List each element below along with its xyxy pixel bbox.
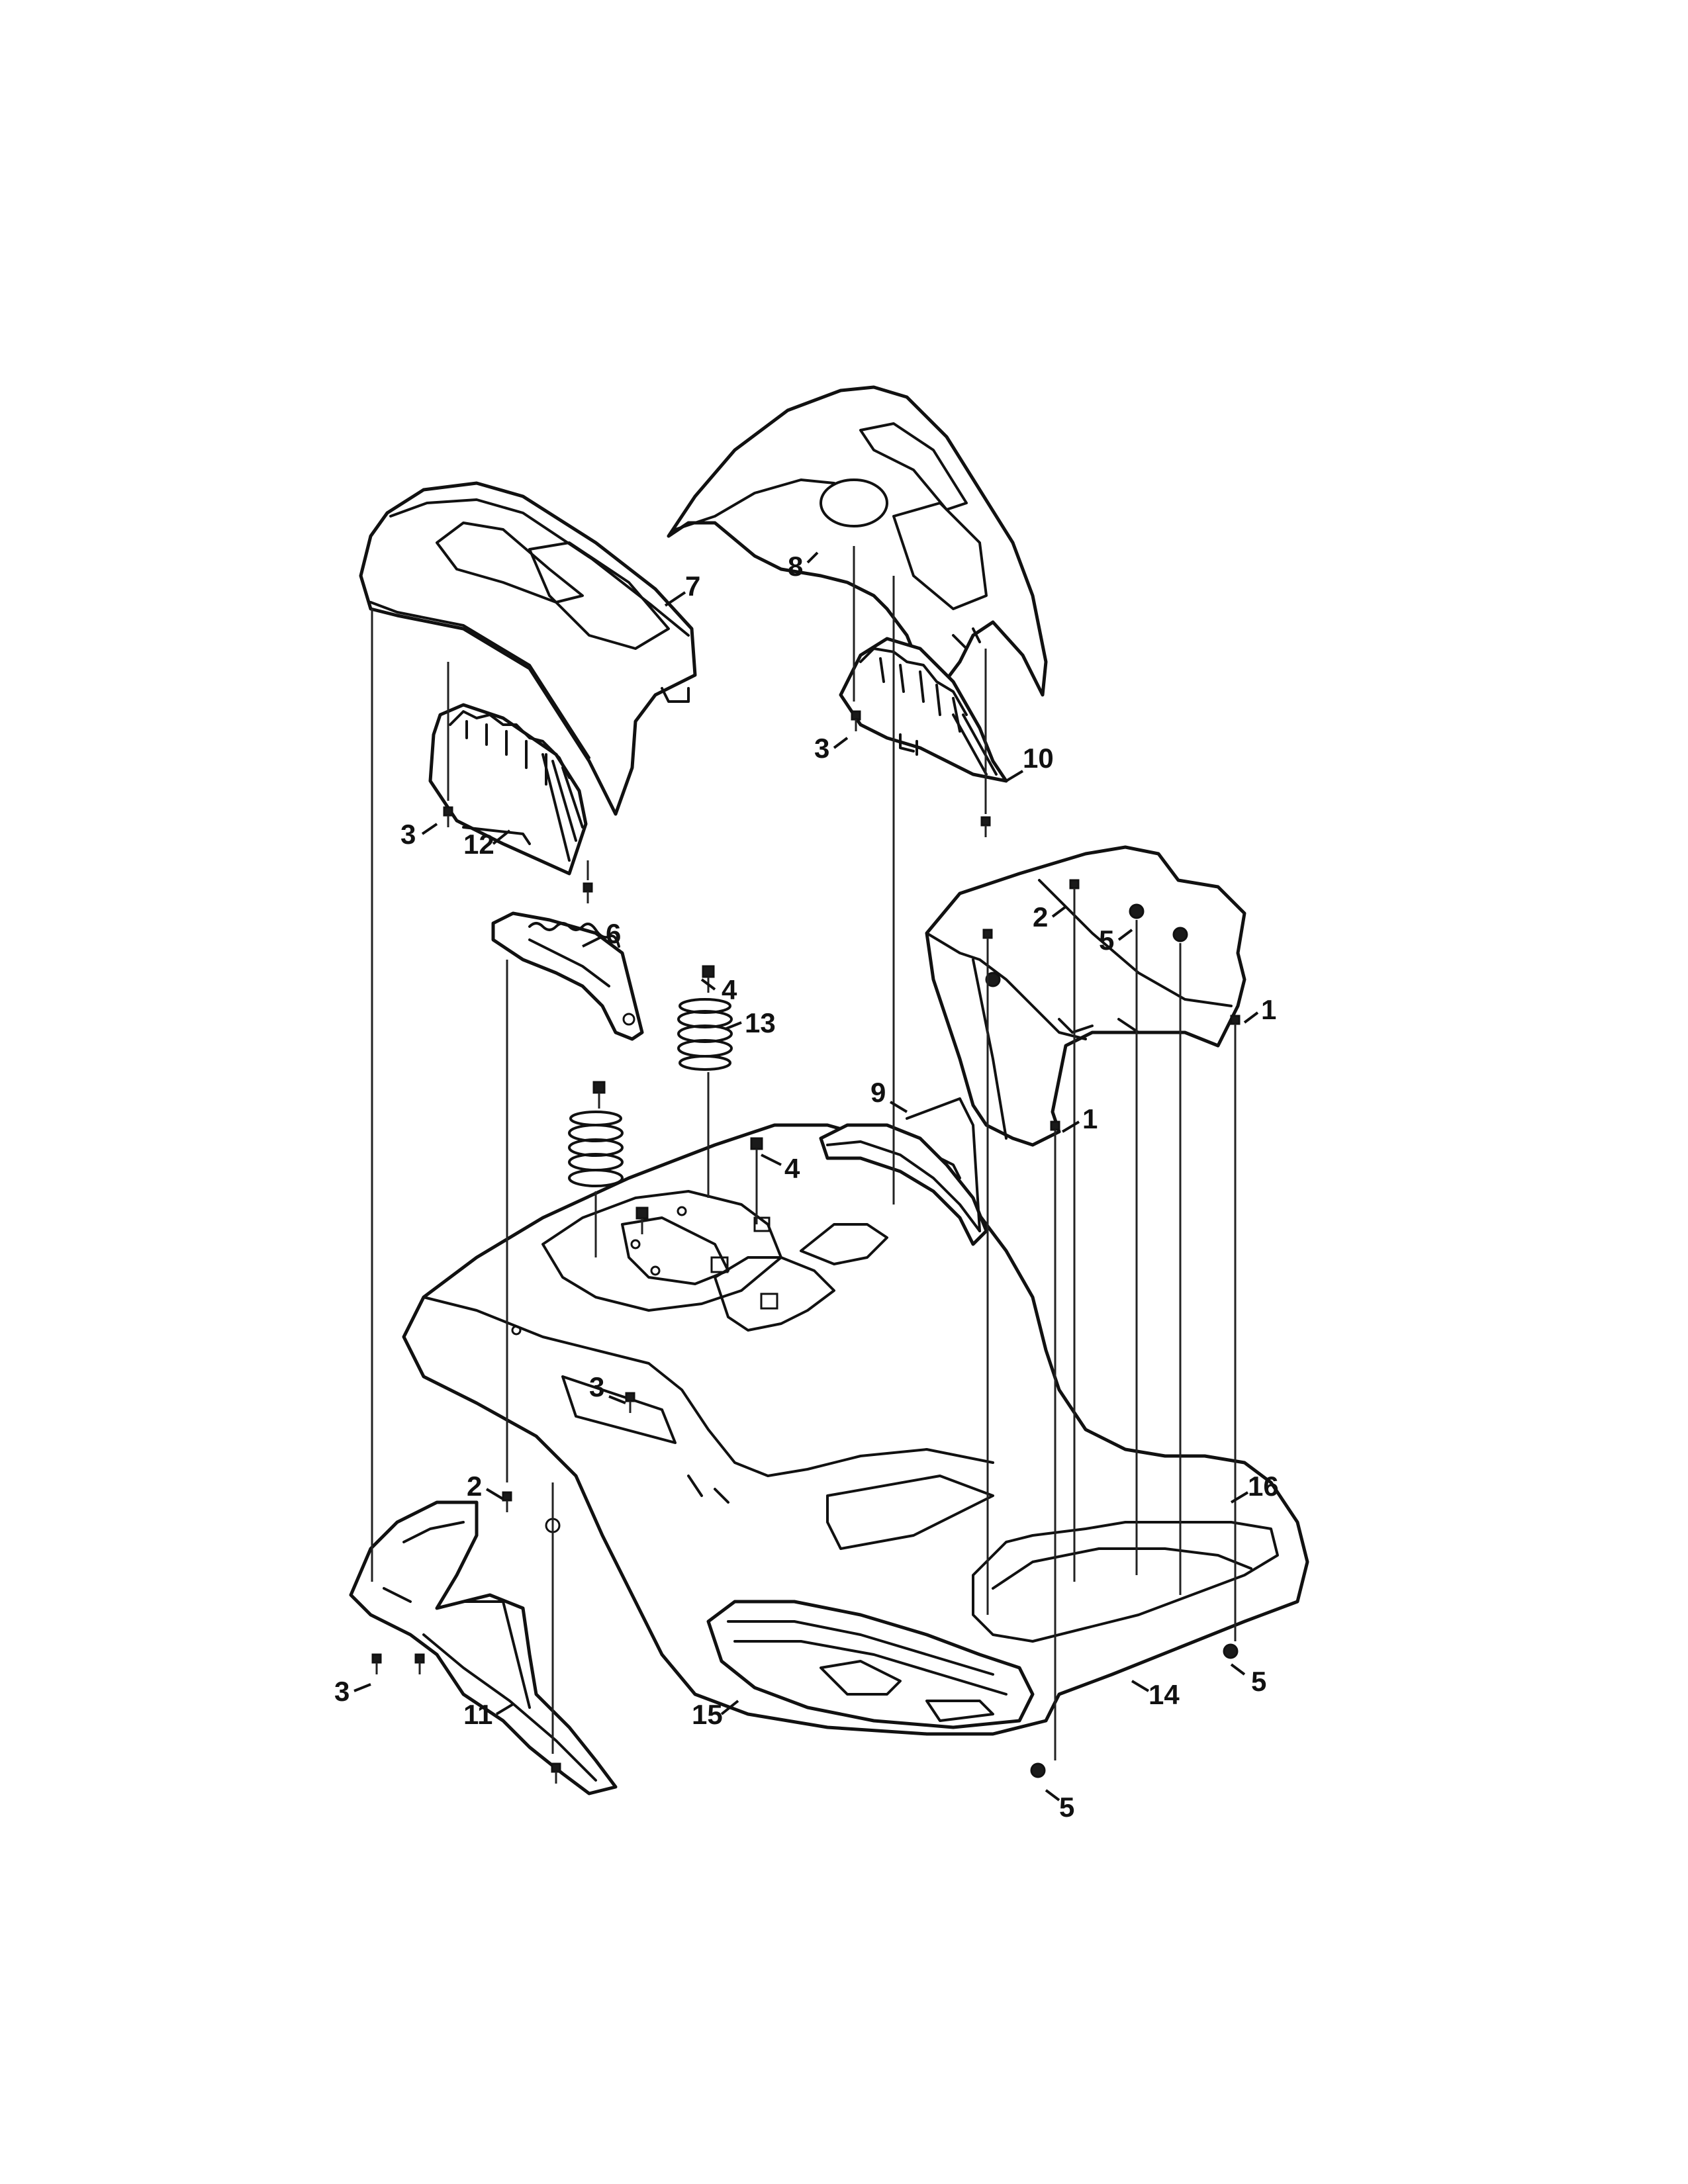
- screw-2-left: [502, 1491, 512, 1512]
- bolt-4-body: [750, 1137, 763, 1165]
- bolt-4-spring-b: [592, 1081, 606, 1109]
- part-15-footrest: [706, 1600, 1035, 1729]
- callout-2: 2: [1033, 901, 1048, 933]
- part-11-left-step: [349, 1500, 618, 1796]
- callout-3: 3: [400, 819, 416, 850]
- part-13-spring-rear: [568, 1111, 624, 1187]
- alignment-lines: [371, 546, 1237, 1760]
- nut-5-b: [1030, 1762, 1046, 1778]
- callout-1: 1: [1082, 1103, 1098, 1134]
- part-8-right-fender-cover: [667, 385, 1048, 697]
- part-6-hinge-bracket: [491, 911, 644, 1041]
- screw-3-body: [625, 1392, 635, 1413]
- part-10-right-louver: [839, 637, 1008, 783]
- part-9-fender-guard: [819, 1097, 988, 1246]
- callout-3: 3: [334, 1676, 350, 1707]
- callout-5: 5: [1099, 925, 1114, 956]
- screw-3-right-louver-b: [980, 816, 991, 837]
- screw-1-seat-a: [1230, 1015, 1241, 1036]
- callout-14: 14: [1149, 1679, 1180, 1710]
- callout-1: 1: [1261, 994, 1276, 1025]
- screw-3-step: [371, 1653, 382, 1674]
- callout-10: 10: [1023, 743, 1054, 774]
- bolt-4-spring-a: [702, 965, 715, 993]
- callout-9: 9: [870, 1077, 886, 1108]
- callout-3: 3: [589, 1371, 604, 1402]
- hardware-fasteners: [371, 710, 1241, 1784]
- callout-7: 7: [685, 570, 700, 602]
- callout-4: 4: [784, 1153, 800, 1184]
- callout-5: 5: [1059, 1792, 1074, 1823]
- callout-11: 11: [463, 1699, 492, 1730]
- callout-6: 6: [606, 918, 621, 949]
- callout-16: 16: [1248, 1471, 1279, 1502]
- callout-3: 3: [814, 733, 829, 764]
- part-13-spring-front: [677, 998, 733, 1071]
- screw-2-seat: [1069, 879, 1080, 900]
- screw-1-seat-c: [982, 929, 993, 950]
- part-16-seat-panel: [925, 845, 1246, 1147]
- part-7-left-fender-cover: [359, 481, 697, 816]
- screw-step-c: [551, 1762, 561, 1784]
- screw-1-seat-b: [1050, 1120, 1060, 1142]
- callout-labels: 7 8 3 10 3 12 6 4 13 2 5 1 1 9 4 3 2 16 …: [334, 551, 1279, 1823]
- callout-13: 13: [745, 1007, 776, 1038]
- bolt-4-body-b: [635, 1206, 649, 1234]
- callout-12: 12: [463, 829, 494, 860]
- callout-15: 15: [692, 1699, 723, 1730]
- callout-leaders: [353, 551, 1259, 1801]
- screw-3-louver-bottom: [583, 882, 593, 903]
- screw-3-right-louver: [851, 710, 861, 731]
- callout-4: 4: [722, 974, 737, 1005]
- part-12-left-louver: [428, 703, 588, 876]
- callout-5: 5: [1251, 1666, 1266, 1697]
- callout-2: 2: [467, 1471, 482, 1502]
- screw-3-left-louver: [443, 806, 453, 827]
- callout-8: 8: [788, 551, 803, 582]
- screw-step-b: [414, 1653, 425, 1674]
- part-14-main-body: [402, 1123, 1309, 1736]
- nut-5-a: [1223, 1643, 1239, 1659]
